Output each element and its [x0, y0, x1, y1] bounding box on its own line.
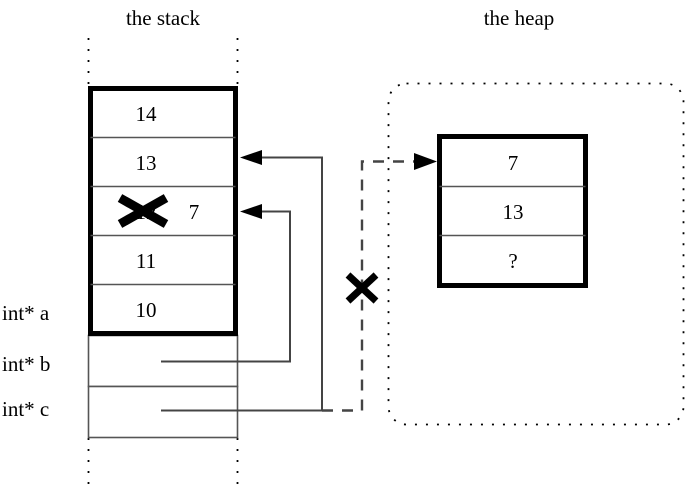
stack-cell-new-value-2: 7 — [189, 200, 200, 224]
crossed-pointer-x-icon — [345, 272, 379, 304]
variable-label-a: int* a — [2, 301, 50, 325]
stack-cell-value-4: 10 — [136, 298, 157, 322]
stack-frame-box — [88, 86, 238, 336]
stack-var-cell-c — [87, 385, 239, 439]
stack-cell-value-1: 13 — [136, 151, 157, 175]
pointer-b-arrowhead — [240, 204, 262, 219]
dashed-heap-pointer-arrowhead — [414, 153, 437, 170]
heap-cell-value-0: 7 — [508, 151, 519, 175]
stack-title: the stack — [126, 6, 201, 30]
variable-label-b: int* b — [2, 352, 50, 376]
pointer-b-arrow — [161, 204, 291, 363]
heap-region-boundary — [387, 82, 685, 426]
stack-cell-value-3: 11 — [136, 249, 156, 273]
stack-cell-value-0: 14 — [136, 102, 158, 126]
heap-cell-value-2: ? — [508, 249, 517, 273]
pointer-c-arrow — [161, 150, 323, 412]
heap-cell-value-1: 13 — [503, 200, 524, 224]
struck-value-x-icon — [117, 194, 169, 228]
heap-title: the heap — [484, 6, 555, 30]
dashed-heap-pointer — [322, 153, 437, 412]
heap-block-box — [437, 134, 588, 288]
pointer-c-arrowhead — [240, 150, 262, 165]
variable-label-c: int* c — [2, 397, 49, 421]
